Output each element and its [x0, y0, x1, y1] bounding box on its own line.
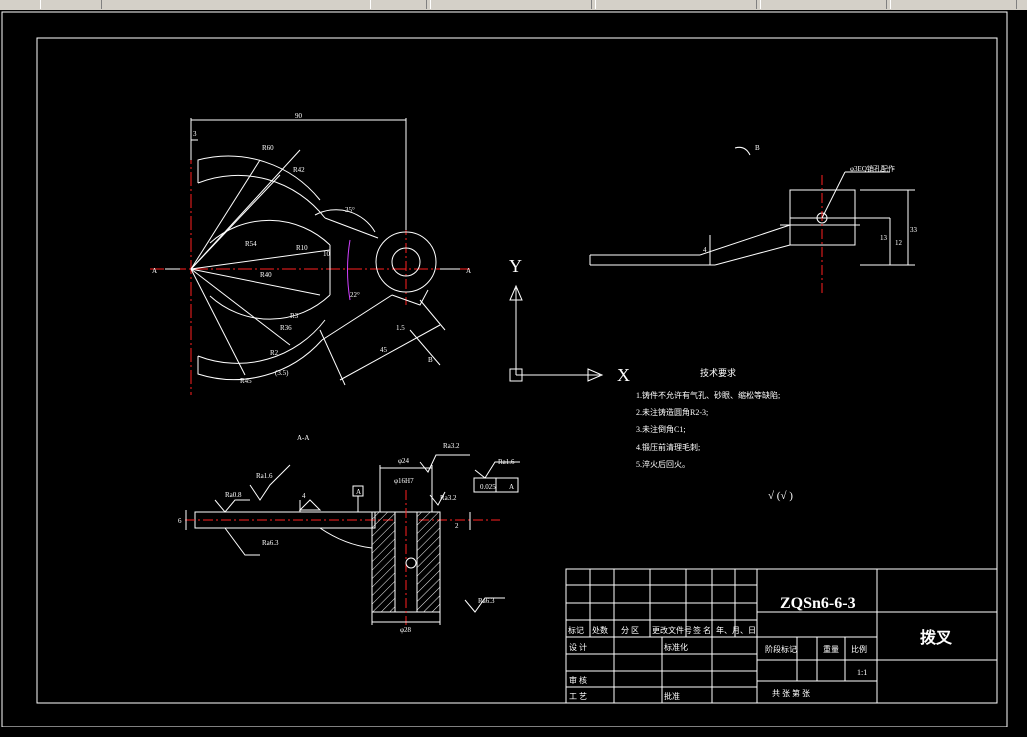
ucs-y: Y: [509, 256, 522, 276]
section-text: A-A φ24 Ra3.2 Ra1.6 Ra1.6 Ra0.8 Ra6.3 Ra…: [178, 434, 515, 634]
dim-r54: R54: [245, 240, 257, 248]
linetype-dropdown[interactable]: [595, 0, 757, 9]
dim-45: 45: [380, 346, 388, 354]
section-view: [185, 454, 520, 625]
front-view: [150, 118, 470, 395]
dim-6: 6: [178, 517, 182, 525]
ucs-x: X: [617, 365, 630, 385]
stage-label: 阶段标记: [765, 644, 797, 654]
ra-6-3-left: Ra6.3: [262, 539, 279, 547]
th-sign: 签 名: [693, 625, 711, 635]
dim-3: 3: [193, 130, 197, 138]
section-mark-a-left: A: [152, 267, 157, 275]
material: ZQSn6-6-3: [780, 595, 856, 612]
dim-35deg: 35°: [345, 206, 355, 214]
section-title: A-A: [297, 434, 309, 442]
ra-6-3-right: Ra6.3: [478, 597, 495, 605]
th-count: 处数: [592, 625, 608, 635]
th-mark: 标记: [568, 625, 584, 635]
row-check: 审 核: [569, 675, 587, 685]
dim-d28: φ28: [400, 626, 412, 634]
datum-a-box: A: [356, 488, 361, 496]
drawing-canvas[interactable]: 90 3 R60 R42 R54 R10 R40 35° 10 22° R3 R…: [0, 10, 1027, 737]
dim-r40: R40: [260, 271, 272, 279]
dim-r45: R45: [240, 377, 252, 385]
plotstyle-dropdown[interactable]: [890, 0, 1017, 9]
std-label: 标准化: [664, 642, 688, 652]
tolerance: 0.025: [480, 483, 496, 491]
row-process: 工 艺: [569, 692, 587, 701]
toolbar-group-1[interactable]: [40, 0, 102, 9]
dim-2: 2: [455, 522, 459, 530]
dim-r36: R36: [280, 324, 292, 332]
dim-4-b: 4: [703, 246, 707, 254]
dim-12: 12: [895, 239, 903, 247]
row-design: 设 计: [569, 642, 587, 652]
dim-1-5: 1.5: [396, 324, 405, 332]
th-zone: 分 区: [621, 626, 639, 635]
datum-a: A: [509, 483, 514, 491]
ra-3-2-b: Ra3.2: [440, 494, 457, 502]
dim-r2: R2: [270, 349, 279, 357]
ucs-icon: [509, 284, 604, 382]
title-block-text: ZQSn6-6-3 拨叉 标记 处数 分 区 更改文件号 签 名 年、月、日 设…: [568, 595, 953, 701]
dim-3-5: (3.5): [275, 369, 289, 377]
dim-13: 13: [880, 234, 888, 242]
sheet-border: [1, 11, 1008, 727]
layer-dropdown[interactable]: [430, 0, 592, 9]
th-docno: 更改文件号: [652, 625, 692, 635]
dim-33: 33: [910, 226, 918, 234]
scale-label: 比例: [851, 644, 867, 654]
tech-req-2: 2.未注铸造圆角R2-3;: [636, 407, 708, 417]
dim-r10: R10: [296, 244, 308, 252]
dim-r42: R42: [293, 166, 305, 174]
lineweight-dropdown[interactable]: [760, 0, 887, 9]
ra-3-2: Ra3.2: [443, 442, 460, 450]
view-b-title: B: [755, 144, 760, 152]
dim-22deg: 22°: [350, 291, 360, 299]
approve-label: 批准: [664, 691, 680, 701]
toolbar-group-2[interactable]: [370, 0, 427, 9]
fit-d16h7: φ16H7: [394, 477, 414, 485]
title-block: [565, 568, 998, 704]
ra-1-6-right: Ra1.6: [498, 458, 515, 466]
sheets: 共 张 第 张: [772, 688, 810, 698]
view-mark-b: B: [428, 356, 433, 364]
th-date: 年、月、日: [716, 625, 756, 635]
front-view-dims: 90 3 R60 R42 R54 R10 R40 35° 10 22° R3 R…: [152, 112, 471, 385]
ra-0-8: Ra0.8: [225, 491, 242, 499]
dim-10: 10: [323, 250, 331, 258]
ra-1-6-left: Ra1.6: [256, 472, 273, 480]
dim-90: 90: [295, 112, 303, 120]
drawing-border: [36, 37, 998, 704]
tech-req-title: 技术要求: [700, 367, 736, 378]
view-b-note: φ3EQ销孔配作: [850, 164, 895, 173]
tech-requirements: 技术要求 1.铸件不允许有气孔、砂眼、缩松等缺陷; 2.未注铸造圆角R2-3; …: [636, 367, 793, 502]
section-mark-a-right: A: [466, 267, 471, 275]
weight-label: 重量: [823, 644, 839, 654]
dim-d24: φ24: [398, 457, 410, 465]
tech-req-5: 5.淬火后回火。: [636, 459, 690, 469]
tech-req-3: 3.未注倒角C1;: [636, 424, 686, 434]
tech-req-1: 1.铸件不允许有气孔、砂眼、缩松等缺陷;: [636, 390, 780, 400]
dim-r3: R3: [290, 312, 299, 320]
dim-r60: R60: [262, 144, 274, 152]
dim-4-section: 4: [302, 492, 306, 500]
tech-req-4: 4.锻压前清理毛刺;: [636, 442, 700, 452]
roughness-note: √ (√ ): [768, 490, 793, 502]
view-b-text: B φ3EQ销孔配作 33 13 4 12: [703, 144, 918, 254]
view-b: [589, 146, 915, 295]
part-name: 拨叉: [920, 628, 953, 647]
scale-value: 1:1: [857, 668, 867, 677]
